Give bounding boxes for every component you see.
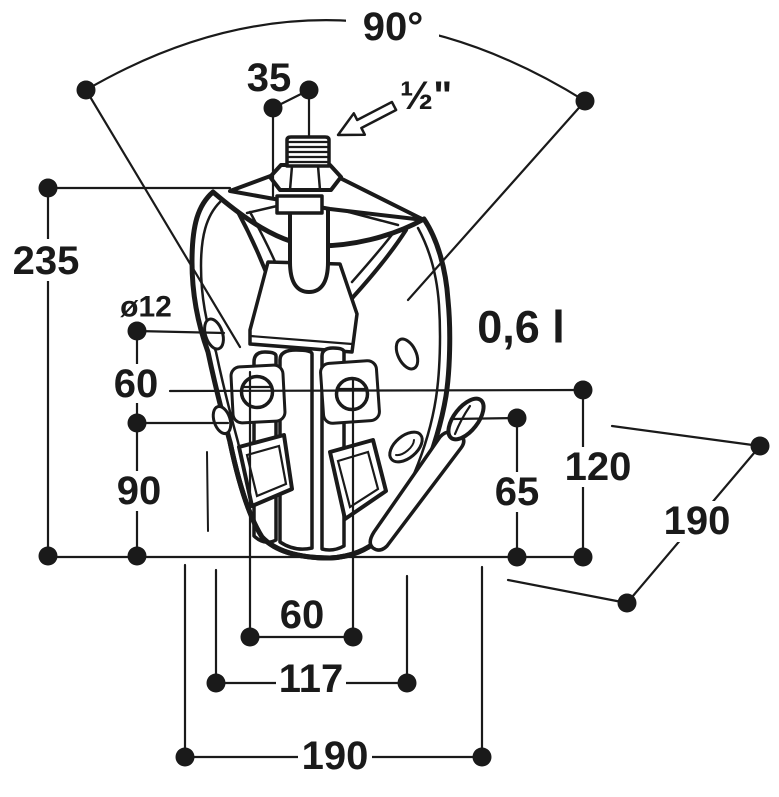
drinking-bowl-figure <box>189 135 486 561</box>
pipe-end-inner <box>395 439 415 457</box>
dim-height-65-label: 65 <box>495 470 540 514</box>
valve-paddle-band <box>248 334 354 346</box>
dim-dot <box>263 98 283 118</box>
thread-callout: ½" <box>336 74 452 137</box>
bowl-bottom-edge <box>227 439 381 561</box>
dim-slot-spacing-label: 117 <box>279 657 344 701</box>
dim-dot <box>240 627 260 647</box>
dim-base-width-label: 190 <box>302 734 369 778</box>
dim-dot <box>343 627 363 647</box>
dim-base-width: 190 <box>175 563 492 778</box>
dim-height-120: 120 <box>168 380 633 567</box>
dim-hole-offset-label: 60 <box>114 362 159 406</box>
dim-dot <box>575 91 595 111</box>
tongue-bar-center <box>278 348 314 551</box>
dim-depth-190: 190 <box>506 424 770 613</box>
rim-edge-left <box>245 204 279 215</box>
dim-dot <box>206 673 226 693</box>
pocket-left-inner <box>245 444 288 498</box>
dim-hole-diameter-label: ø12 <box>120 291 172 324</box>
dim-dot <box>573 547 593 567</box>
dim-dot <box>617 593 637 613</box>
dim-dot <box>299 80 319 100</box>
thread-lines <box>286 140 330 164</box>
drain-strap <box>368 430 466 552</box>
dim-drain-spacing-label: 60 <box>280 593 325 637</box>
dim-swing-angle-label: 90° <box>363 5 424 49</box>
dim-dot <box>472 747 492 767</box>
dim-dot <box>573 380 593 400</box>
dim-top-width: 35 <box>245 56 319 200</box>
dim-height-65: 65 <box>450 408 541 567</box>
dim-dot <box>750 436 770 456</box>
dim-swing-angle: 90° <box>76 5 595 349</box>
dim-dot <box>127 321 147 341</box>
dim-drain-spacing: 60 <box>240 370 363 647</box>
dim-dot <box>127 413 147 433</box>
thread-size-label: ½" <box>400 74 452 118</box>
dim-slot-spacing: 117 <box>206 568 417 701</box>
funnel-wall-right-inner <box>350 230 396 284</box>
valve-paddle <box>248 260 359 354</box>
dim-dot <box>76 80 96 100</box>
hex-nut <box>268 163 343 192</box>
dim-depth-190-label: 190 <box>664 499 731 543</box>
thread-arrow-icon <box>336 100 398 137</box>
drain-hole-left <box>239 374 275 410</box>
valve-stem <box>288 204 330 294</box>
dim-hole-chain: ø12 60 90 <box>112 291 230 566</box>
dim-hole-to-base-label: 90 <box>117 469 162 513</box>
dim-dot <box>397 673 417 693</box>
mounting-hole-upper-left <box>203 317 225 351</box>
dim-dot <box>175 747 195 767</box>
dim-overall-height: 235 <box>10 178 232 566</box>
bowl-inner-rim-right <box>412 226 442 476</box>
dim-dot <box>507 408 527 428</box>
capacity-label: 0,6 l <box>477 302 565 353</box>
stem-collar <box>275 194 324 215</box>
dim-height-120-label: 120 <box>565 445 632 489</box>
dim-overall-height-label: 235 <box>13 239 80 283</box>
mounting-hole-right <box>394 337 420 371</box>
wall-line-left <box>206 451 209 532</box>
dim-top-width-label: 35 <box>247 56 292 100</box>
dim-dot <box>507 547 527 567</box>
dim-dot <box>127 546 147 566</box>
pocket-right-inner <box>336 450 380 509</box>
hex-nut-facets <box>288 164 322 192</box>
dim-dot <box>38 178 58 198</box>
